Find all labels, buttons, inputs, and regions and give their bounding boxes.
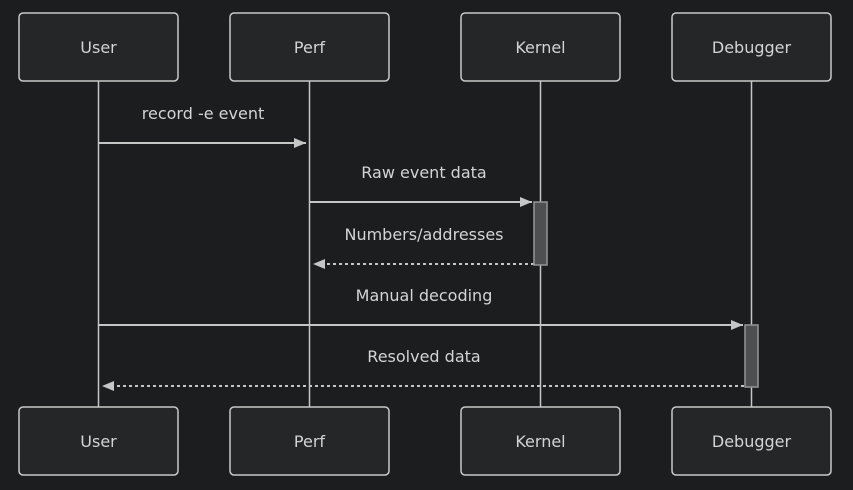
actor-box	[671, 12, 832, 82]
message-label: Raw event data	[361, 163, 486, 182]
activation-bar-kernel	[533, 201, 548, 266]
message-resolved-data: Resolved data	[102, 347, 744, 391]
actor-label: Perf	[294, 38, 326, 57]
actor-debugger-bottom: Debugger	[671, 406, 832, 476]
actor-label: Perf	[294, 432, 326, 451]
message-raw-event-data: Raw event data	[309, 163, 532, 207]
message-label: Resolved data	[367, 347, 480, 366]
message-label: Numbers/addresses	[344, 225, 503, 244]
actor-box	[229, 406, 390, 476]
actor-label: User	[80, 432, 117, 451]
message-manual-decoding: Manual decoding	[98, 286, 743, 330]
message-numbers-addresses: Numbers/addresses	[313, 225, 534, 269]
actor-label: Kernel	[515, 432, 565, 451]
actor-box	[460, 12, 621, 82]
actor-perf-bottom: Perf	[229, 406, 390, 476]
message-record-e-event: record -e event	[98, 104, 306, 148]
message-label: record -e event	[142, 104, 264, 123]
actor-box	[18, 406, 179, 476]
actor-perf-top: Perf	[229, 12, 390, 82]
actor-kernel-bottom: Kernel	[460, 406, 621, 476]
actor-user-top: User	[18, 12, 179, 82]
actor-label: Debugger	[712, 38, 792, 57]
actor-box	[460, 406, 621, 476]
actor-user-bottom: User	[18, 406, 179, 476]
activation-bar-debugger	[744, 324, 759, 388]
actor-box	[18, 12, 179, 82]
actor-label: Debugger	[712, 432, 792, 451]
actor-box	[671, 406, 832, 476]
actor-debugger-top: Debugger	[671, 12, 832, 82]
message-label: Manual decoding	[356, 286, 493, 305]
actor-kernel-top: Kernel	[460, 12, 621, 82]
actor-label: Kernel	[515, 38, 565, 57]
actor-label: User	[80, 38, 117, 57]
actor-box	[229, 12, 390, 82]
